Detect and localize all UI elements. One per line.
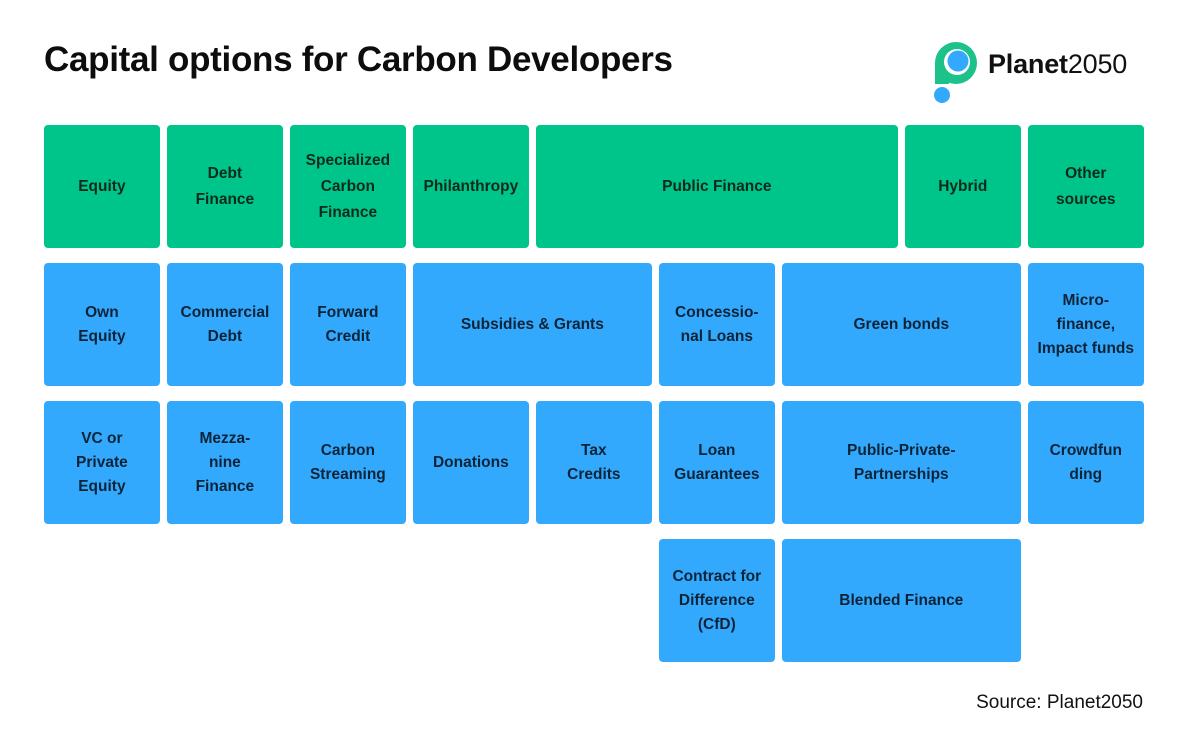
option-green-bonds: Green bonds	[781, 263, 1021, 386]
logo-name-bold: Planet	[988, 49, 1068, 79]
option-mezzanine-finance: Mezza- nine Finance	[166, 401, 283, 524]
option-concessional-loans: Concessio- nal Loans	[658, 263, 775, 386]
option-subsidies-grants: Subsidies & Grants	[412, 263, 652, 386]
option-tax-credits: Tax Credits	[535, 401, 652, 524]
option-donations: Donations	[412, 401, 529, 524]
category-other-sources: Other sources	[1027, 125, 1144, 248]
source-note: Source: Planet2050	[976, 692, 1143, 713]
option-crowdfunding: Crowdfun ding	[1027, 401, 1144, 524]
category-philanthropy: Philanthropy	[412, 125, 529, 248]
logo-name-regular: 2050	[1067, 49, 1128, 79]
option-public-private-partnerships: Public-Private- Partnerships	[781, 401, 1021, 524]
category-specialized-carbon-finance: Specialized Carbon Finance	[289, 125, 406, 248]
category-public-finance: Public Finance	[535, 125, 898, 248]
option-vc-private-equity: VC or Private Equity	[44, 401, 160, 524]
capital-options-grid: Equity Debt Finance Specialized Carbon F…	[44, 125, 1144, 662]
option-blended-finance: Blended Finance	[781, 539, 1021, 662]
option-carbon-streaming: Carbon Streaming	[289, 401, 406, 524]
category-debt-finance: Debt Finance	[166, 125, 283, 248]
category-equity: Equity	[44, 125, 160, 248]
option-forward-credit: Forward Credit	[289, 263, 406, 386]
page-title: Capital options for Carbon Developers	[44, 40, 673, 79]
option-commercial-debt: Commercial Debt	[166, 263, 283, 386]
option-contract-for-difference: Contract for Difference (CfD)	[658, 539, 775, 662]
planet2050-logo: Planet2050	[930, 38, 1150, 106]
planet2050-logo-icon	[934, 42, 977, 103]
option-loan-guarantees: Loan Guarantees	[658, 401, 775, 524]
category-hybrid: Hybrid	[904, 125, 1021, 248]
option-microfinance-impact-funds: Micro- finance, Impact funds	[1027, 263, 1144, 386]
option-own-equity: Own Equity	[44, 263, 160, 386]
